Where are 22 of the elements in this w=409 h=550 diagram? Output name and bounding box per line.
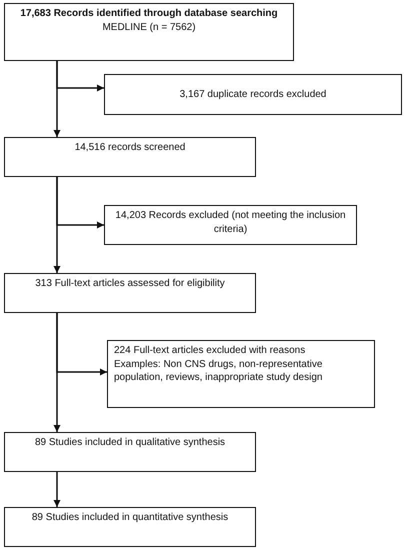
box-text: 89 Studies included in quantitative synthesis	[30, 511, 230, 524]
arrow	[54, 472, 60, 507]
box-text: Examples: Non CNS drugs, non-representative population, reviews, inappropriate study design	[114, 358, 324, 384]
flow-box	[4, 432, 256, 472]
box-heading: 17,683 Records identified through database searching	[19, 7, 279, 20]
flow-box	[107, 340, 375, 408]
arrow	[54, 177, 60, 273]
flow-box	[104, 74, 402, 115]
flow-box	[104, 205, 357, 245]
flow-box	[4, 273, 256, 313]
box-text: 14,516 records screened	[74, 141, 186, 154]
box-text: 89 Studies included in qualitative synthesis	[34, 436, 226, 450]
flow-box	[4, 507, 256, 547]
flow-box	[4, 137, 256, 177]
box-text: 313 Full-text articles assessed for eligibility	[34, 277, 226, 290]
flow-box	[4, 3, 294, 61]
box-text: MEDLINE (n = 7562)	[101, 20, 197, 34]
box-text: 224 Full-text articles excluded with reasons	[114, 344, 306, 358]
arrow	[54, 313, 60, 432]
arrow	[54, 61, 60, 137]
box-text: 14,203 Records excluded (not meeting the inclusion criteria)	[114, 209, 347, 236]
box-text: 3,167 duplicate records excluded	[178, 88, 328, 102]
